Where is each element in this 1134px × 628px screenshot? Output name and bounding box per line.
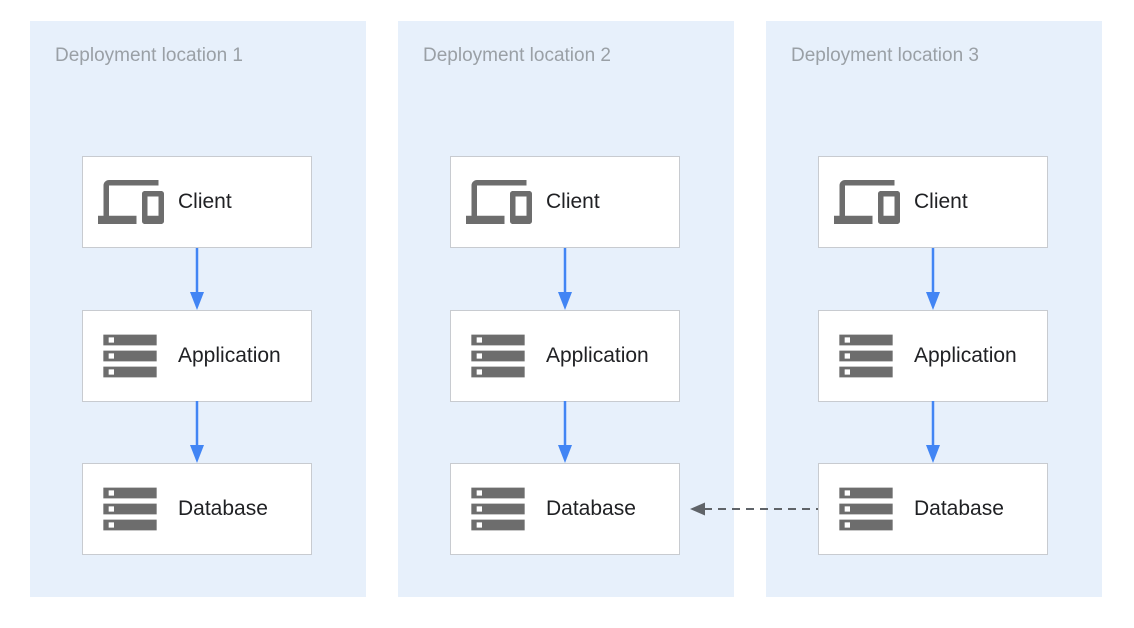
node-application: Application (450, 310, 680, 402)
arrow-application-to-database (190, 401, 204, 463)
panel-title: Deployment location 2 (423, 45, 611, 66)
node-client: Client (450, 156, 680, 248)
server-stack-icon (98, 474, 168, 544)
arrow-client-to-application (926, 248, 940, 310)
server-stack-icon (834, 321, 904, 391)
node-database: Database (450, 463, 680, 555)
arrow-application-to-database (558, 401, 572, 463)
server-stack-icon (98, 321, 168, 391)
server-stack-icon (466, 321, 536, 391)
node-label: Application (914, 344, 1017, 367)
node-database: Database (82, 463, 312, 555)
replication-dashed-arrow (690, 502, 818, 516)
node-label: Client (914, 190, 968, 213)
node-label: Database (546, 497, 636, 520)
node-label: Application (178, 344, 281, 367)
devices-icon (834, 167, 904, 237)
arrow-client-to-application (558, 248, 572, 310)
node-label: Client (178, 190, 232, 213)
arrow-client-to-application (190, 248, 204, 310)
panel-title: Deployment location 1 (55, 45, 243, 66)
panel-deployment-location-3: Deployment location 3 Client Application (766, 21, 1102, 597)
panel-title: Deployment location 3 (791, 45, 979, 66)
node-label: Database (914, 497, 1004, 520)
node-application: Application (818, 310, 1048, 402)
arrow-application-to-database (926, 401, 940, 463)
panel-deployment-location-1: Deployment location 1 Client Application (30, 21, 366, 597)
devices-icon (466, 167, 536, 237)
node-label: Database (178, 497, 268, 520)
devices-icon (98, 167, 168, 237)
server-stack-icon (466, 474, 536, 544)
node-label: Client (546, 190, 600, 213)
node-application: Application (82, 310, 312, 402)
node-database: Database (818, 463, 1048, 555)
panel-deployment-location-2: Deployment location 2 Client Application (398, 21, 734, 597)
node-client: Client (818, 156, 1048, 248)
server-stack-icon (834, 474, 904, 544)
node-client: Client (82, 156, 312, 248)
node-label: Application (546, 344, 649, 367)
